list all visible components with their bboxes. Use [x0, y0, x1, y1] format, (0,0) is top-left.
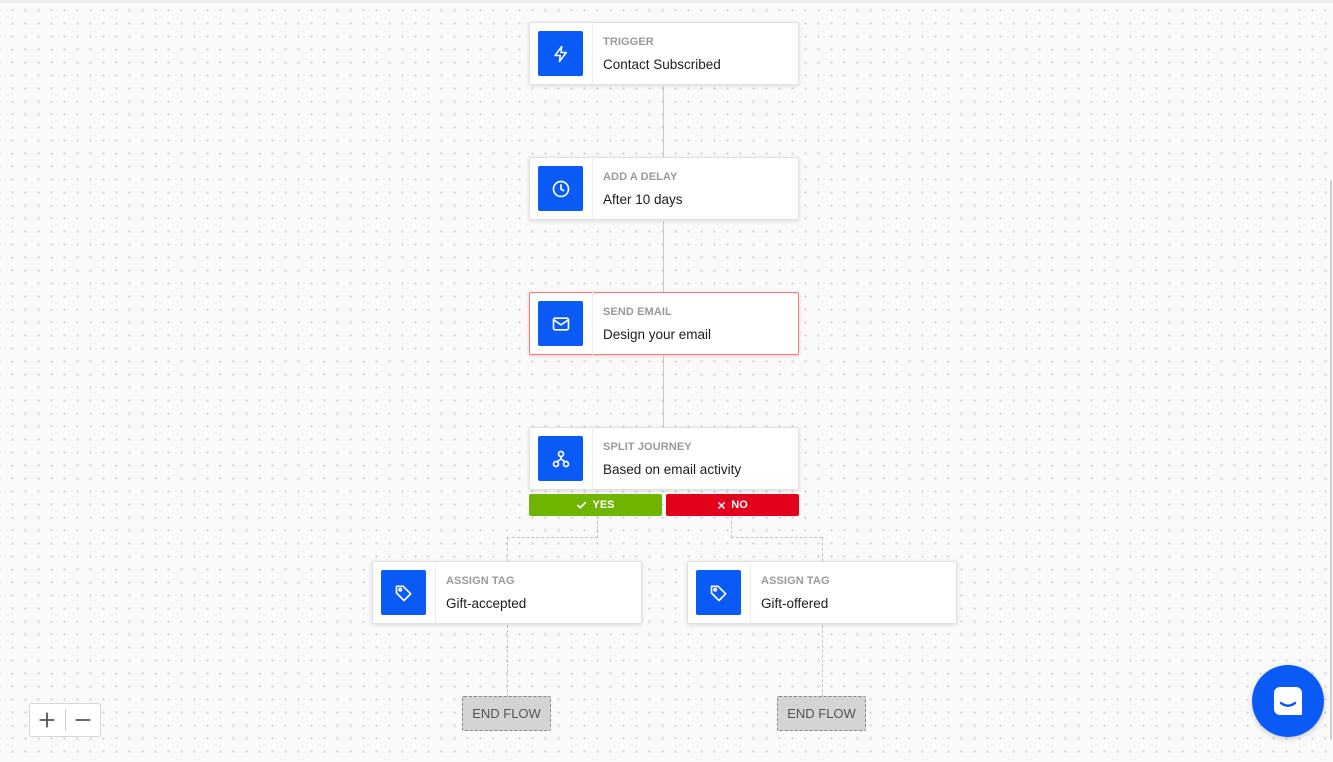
minus-icon [75, 719, 91, 721]
plus-icon [39, 712, 55, 728]
branch-connector [822, 537, 823, 562]
end-flow-right[interactable]: END FLOW [777, 696, 866, 731]
connector-line [663, 221, 664, 293]
node-title: After 10 days [603, 191, 683, 207]
node-title: Contact Subscribed [603, 56, 721, 72]
branch-connector [507, 537, 508, 562]
branch-connector [597, 516, 598, 538]
chat-launcher-button[interactable] [1252, 665, 1324, 737]
branch-connector [731, 516, 732, 538]
delay-node[interactable]: ADD A DELAY After 10 days [529, 157, 799, 220]
node-title: Gift-accepted [446, 595, 527, 611]
node-kind: SPLIT JOURNEY [603, 440, 692, 453]
no-branch-button[interactable]: NO [666, 494, 799, 516]
clock-icon [538, 166, 583, 211]
connector-line [663, 86, 664, 158]
top-edge [0, 0, 1333, 3]
node-kind: ADD A DELAY [603, 170, 678, 183]
tag-icon [381, 570, 426, 615]
node-title: Gift-offered [761, 595, 829, 611]
check-icon [577, 501, 587, 509]
branch-connector [731, 537, 822, 538]
node-divider [435, 561, 436, 624]
no-label: NO [731, 499, 748, 511]
node-divider [592, 292, 593, 355]
connector-line [663, 356, 664, 428]
node-kind: ASSIGN TAG [446, 574, 515, 587]
end-flow-label: END FLOW [787, 706, 856, 721]
end-connector [507, 625, 508, 697]
chat-icon [1274, 687, 1302, 715]
zoom-controls [29, 703, 101, 737]
yes-label: YES [592, 499, 615, 511]
node-divider [750, 561, 751, 624]
node-kind: ASSIGN TAG [761, 574, 830, 587]
split-journey-node[interactable]: SPLIT JOURNEY Based on email activity [529, 427, 799, 490]
yes-branch-button[interactable]: YES [529, 494, 662, 516]
branch-icon [538, 436, 583, 481]
zoom-in-button[interactable] [30, 704, 65, 736]
end-connector [822, 625, 823, 697]
node-divider [592, 157, 593, 220]
zoom-separator [64, 709, 66, 731]
node-divider [592, 427, 593, 490]
node-divider [592, 22, 593, 85]
end-flow-left[interactable]: END FLOW [462, 696, 551, 731]
x-icon [718, 501, 726, 509]
node-kind: TRIGGER [603, 35, 654, 48]
end-flow-label: END FLOW [472, 706, 541, 721]
send-email-node[interactable]: SEND EMAIL Design your email [529, 292, 799, 355]
node-title: Design your email [603, 326, 712, 342]
vertical-scrollbar[interactable] [1330, 180, 1332, 740]
node-kind: SEND EMAIL [603, 305, 672, 318]
branch-connector [507, 537, 598, 538]
trigger-node[interactable]: TRIGGER Contact Subscribed [529, 22, 799, 85]
node-title: Based on email activity [603, 461, 742, 477]
assign-tag-node-no[interactable]: ASSIGN TAG Gift-offered [687, 561, 957, 624]
assign-tag-node-yes[interactable]: ASSIGN TAG Gift-accepted [372, 561, 642, 624]
zoom-out-button[interactable] [65, 704, 100, 736]
mail-icon [538, 301, 583, 346]
lightning-icon [538, 31, 583, 76]
tag-icon [696, 570, 741, 615]
